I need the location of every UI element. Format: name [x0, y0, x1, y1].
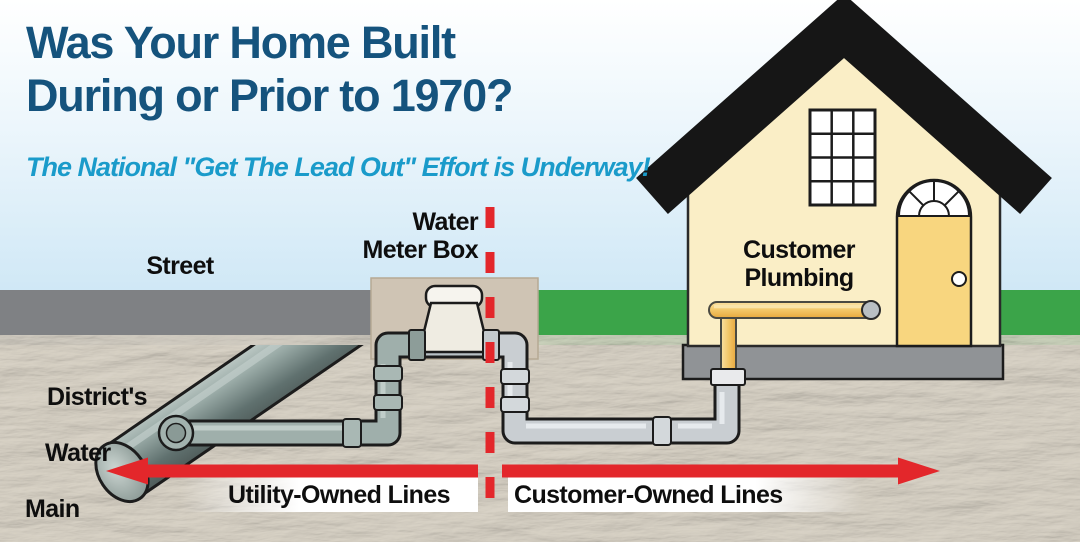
front-door [895, 178, 973, 348]
house [636, 0, 1052, 381]
customer-plumbing-label: Customer Plumbing [743, 236, 855, 292]
utility-band [180, 477, 478, 512]
attic-window [808, 108, 877, 207]
title-line-1: Was Your Home Built [26, 17, 456, 68]
page-subtitle: The National "Get The Lead Out" Effort i… [26, 152, 651, 182]
customer-service-line [484, 331, 741, 446]
district-label-line-3: Main [25, 495, 80, 523]
utility-arrow [106, 457, 478, 485]
pipe-end-ball [861, 300, 881, 320]
copper-plumbing-pipe [708, 300, 881, 386]
title-line-2: During or Prior to 1970? [26, 70, 513, 121]
page-title: Was Your Home Built During or Prior to 1… [26, 16, 513, 122]
water-meter-box-label: Water Meter Box [362, 208, 479, 264]
street-label: Street [146, 252, 214, 280]
meter-body [417, 301, 491, 354]
customer-arrow [502, 457, 940, 485]
district-water-main-label: District's Water Main [25, 355, 148, 542]
district-label-line-2: Water [45, 439, 111, 467]
customer-owned-lines-label: Customer-Owned Lines [514, 481, 783, 509]
district-label-line-1: District's [47, 383, 148, 411]
utility-owned-lines-label: Utility-Owned Lines [228, 481, 451, 509]
customer-band [508, 477, 862, 512]
service-entry-collar [710, 368, 746, 386]
roof [636, 0, 1052, 214]
doorknob [951, 271, 967, 287]
